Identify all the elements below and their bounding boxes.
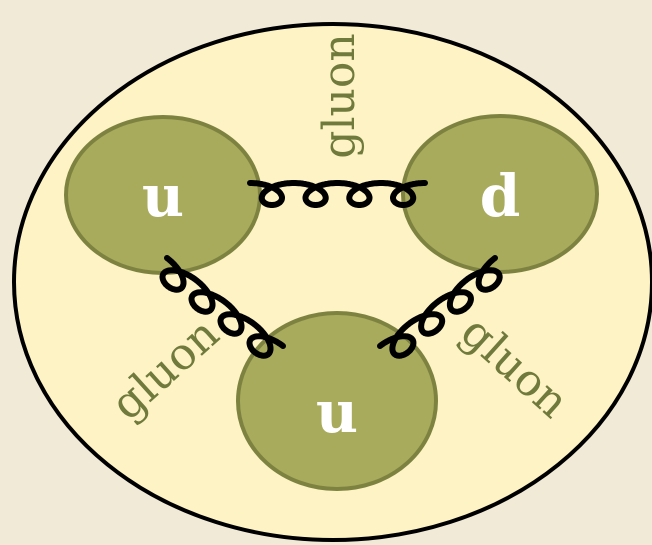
quark-label-bottom: u	[316, 378, 358, 446]
gluon-label-top: gluon	[314, 33, 365, 158]
gluon-line-top	[247, 180, 428, 208]
quark-bottom	[236, 311, 438, 491]
gluon-spring-path	[247, 180, 428, 208]
gluon-spring-path	[377, 255, 503, 359]
gluon-line-right	[377, 255, 503, 359]
quark-label-top-left: u	[142, 162, 184, 230]
quark-label-top-right: d	[480, 162, 521, 230]
gluon-line-left	[159, 255, 286, 359]
gluon-spring-path	[159, 255, 286, 359]
